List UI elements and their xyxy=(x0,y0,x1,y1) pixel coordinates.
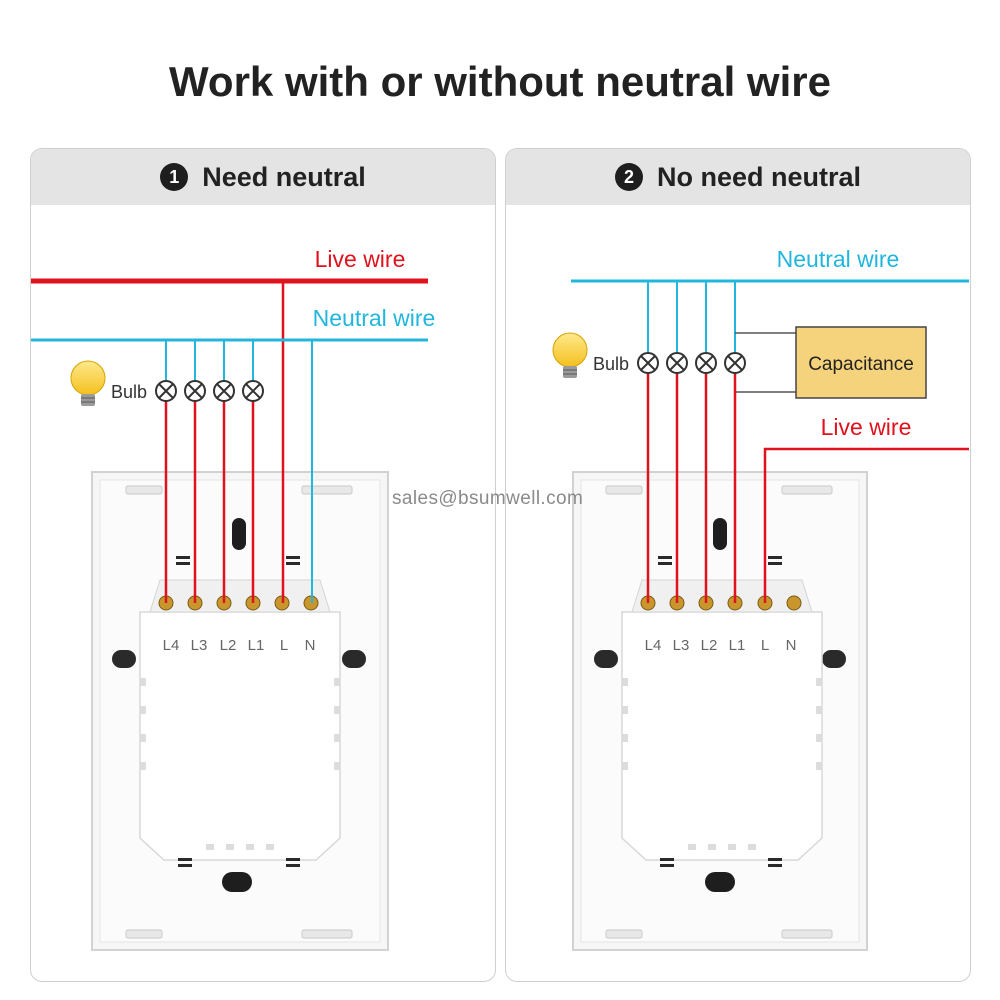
switch-plate: L4 L3 L2 L1 L N xyxy=(572,471,868,951)
panel-heading: Need neutral xyxy=(202,161,366,192)
capacitor-label: Capacitance xyxy=(808,354,914,375)
switch-plate: L4 L3 L2 L1 L N xyxy=(91,471,389,951)
live-wire xyxy=(646,373,969,603)
live-wire-label: Live wire xyxy=(821,414,912,440)
number-badge: 2 xyxy=(614,163,643,191)
bulb-label: Bulb xyxy=(111,382,147,402)
bulb-label: Bulb xyxy=(593,354,629,374)
live-wire xyxy=(31,278,428,603)
terminal-label: L2 xyxy=(701,637,718,654)
neutral-wire-label: Neutral wire xyxy=(313,305,436,331)
bulb-icon xyxy=(552,332,588,378)
number-badge: 1 xyxy=(160,163,189,191)
terminal-screws xyxy=(158,595,319,611)
panel-heading: No need neutral xyxy=(656,161,862,192)
watermark-email: sales@bsumwell.com xyxy=(392,488,584,509)
terminal-label: L3 xyxy=(191,637,208,654)
panel-header: 2 No need neutral xyxy=(506,149,970,205)
terminal-label: L xyxy=(761,637,769,654)
live-wire-label: Live wire xyxy=(315,246,406,272)
panel-header: 1 Need neutral xyxy=(31,149,495,205)
neutral-wire-label: Neutral wire xyxy=(777,246,900,272)
neutral-wire xyxy=(31,338,428,603)
terminal-label: L3 xyxy=(673,637,690,654)
terminal-label: L1 xyxy=(248,637,265,654)
lamp-symbols xyxy=(155,380,264,402)
terminal-label: N xyxy=(786,637,797,654)
lamp-symbols xyxy=(637,352,746,374)
terminal-label: L4 xyxy=(163,637,180,654)
terminal-label: L4 xyxy=(645,637,662,654)
bulb-icon xyxy=(70,360,106,406)
terminal-label: N xyxy=(305,637,316,654)
terminal-label: L xyxy=(280,637,288,654)
terminal-label: L1 xyxy=(729,637,746,654)
terminal-label: L2 xyxy=(220,637,237,654)
main-title: Work with or without neutral wire xyxy=(169,58,831,105)
capacitor-box xyxy=(795,326,927,399)
neutral-wire xyxy=(571,279,969,352)
capacitor-wires xyxy=(735,332,796,393)
